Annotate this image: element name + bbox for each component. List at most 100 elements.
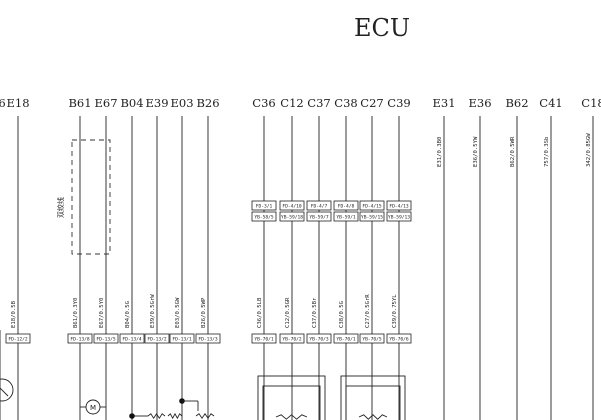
connector-lower-box-c38 <box>333 333 359 344</box>
connector-lower-label-b04: FD-13/4 <box>122 336 142 342</box>
connector-mid-top-box-c27 <box>359 200 385 211</box>
wire-code-e39: E39/0.5GrW <box>150 294 156 328</box>
pin-label-c37: C37 <box>307 96 330 110</box>
wire-code-c41: 757/0.3Sb <box>544 136 550 167</box>
wire-code-c38: C38/0.5G <box>339 300 345 328</box>
wire-code-b61: B61/0.3Y0 <box>73 298 79 328</box>
connector-lower-label-c37: YB-70/3 <box>309 336 329 342</box>
connector-mid-bottom-label-c38: YB-59/1 <box>336 214 356 220</box>
connector-lower-box-e03 <box>169 333 195 344</box>
wire-code-c36: C36/0.5LB <box>257 297 263 328</box>
wire-code-e36: E36/0.5YW <box>473 136 479 167</box>
sensor-box-left <box>257 375 326 420</box>
pin-label-e31: E31 <box>432 96 455 110</box>
wire-code-e31: E31/0.3B0 <box>437 137 443 167</box>
connector-lower-label-c12: YB-70/2 <box>282 336 302 342</box>
pin-label-c36: C36 <box>252 96 275 110</box>
connector-blocks: FD-3/1 FD-4/10 FD-4/7 FD-4/8 FD-4/15 FD-4/13Y… <box>5 200 412 344</box>
pin-label-c39: C39 <box>387 96 410 110</box>
connector-lower-box-c27 <box>359 333 385 344</box>
partial-sensor-slash <box>0 387 9 397</box>
pin-label-c38: C38 <box>334 96 357 110</box>
connector-lower-box-c37 <box>306 333 332 344</box>
twisted-pair-shield: 双绞线 <box>56 139 111 255</box>
connector-lower-c12: YB-70/2 <box>279 333 305 344</box>
connector-lower-c37: YB-70/3 <box>306 333 332 344</box>
connector-lower-box-e39 <box>144 333 170 344</box>
connector-mid-top-c36: FD-3/1 <box>251 200 277 211</box>
wire-code-c39: C39/0.75YL <box>392 294 398 328</box>
junction-b04 <box>129 413 135 419</box>
shield-box <box>71 139 111 255</box>
pin-label-e39: E39 <box>145 96 168 110</box>
connector-lower-e03: FD-13/1 <box>169 333 195 344</box>
sensor-box-right-zigzag <box>358 414 388 420</box>
diagram-title: ECU <box>354 14 410 42</box>
pin-label-c41: C41 <box>539 96 562 110</box>
connector-lower-box-c36 <box>251 333 277 344</box>
connector-mid-top-label-c38: FD-4/8 <box>338 203 355 209</box>
wire-code-c37: C37/0.5Br <box>312 297 318 328</box>
connector-mid-top-c38: FD-4/8 <box>333 200 359 211</box>
pin-label-6: 6 <box>0 96 6 110</box>
connector-lower-box-b26 <box>195 333 221 344</box>
pin-label-e18: E18 <box>6 96 29 110</box>
connector-mid-bottom-box-c38 <box>333 211 359 222</box>
connector-mid-bottom-label-c12: YB-59/18 <box>281 214 303 220</box>
partial-sensor-circle <box>0 378 14 402</box>
connector-mid-top-box-c38 <box>333 200 359 211</box>
connector-mid-top-label-c39: FD-4/13 <box>389 203 409 209</box>
connector-mid-top-box-c37 <box>306 200 332 211</box>
connector-mid-top-label-c12: FD-4/10 <box>282 203 302 209</box>
connector-mid-bottom-label-c36: YB-58/5 <box>254 214 274 220</box>
connector-lower-c39: YB-70/6 <box>386 333 412 344</box>
connector-mid-bottom-c12: YB-59/18 <box>279 211 305 222</box>
connector-lower-box-c12 <box>279 333 305 344</box>
sensor-box-left-zigzag <box>275 414 308 420</box>
pin-label-b26: B26 <box>196 96 219 110</box>
connector-mid-bottom-box-c12 <box>279 211 305 222</box>
connector-mid-bottom-label-c37: YB-59/7 <box>309 214 329 220</box>
connector-lower-c38: YB-70/1 <box>333 333 359 344</box>
connector-lower-box-b04 <box>119 333 145 344</box>
wire-code-b62: B62/0.5WR <box>510 136 516 167</box>
connector-lower-label-c38: YB-70/1 <box>336 336 356 342</box>
pin-label-b62: B62 <box>505 96 528 110</box>
connector-mid-bottom-c27: YB-59/15 <box>359 211 385 222</box>
wire-code-e03: E03/0.5GW <box>175 297 181 328</box>
connector-mid-bottom-label-c39: YB-59/13 <box>388 214 410 220</box>
connector-lower-label-e18: FD-12/2 <box>8 336 28 342</box>
connector-lower-c27: YB-70/5 <box>359 333 385 344</box>
connector-lower-e18: FD-12/2 <box>5 333 31 344</box>
connector-lower-label-c39: YB-70/6 <box>389 336 409 342</box>
connector-mid-top-c12: FD-4/10 <box>279 200 305 211</box>
connector-lower-label-e03: FD-13/1 <box>172 336 192 342</box>
sensor-box-right-inner <box>345 385 401 420</box>
connector-lower-b61: FD-13/8 <box>67 333 93 344</box>
connector-mid-top-c27: FD-4/15 <box>359 200 385 211</box>
pin-label-b61: B61 <box>68 96 91 110</box>
connector-lower-label-c36: YB-70/1 <box>254 336 274 342</box>
connector-mid-top-box-c39 <box>386 200 412 211</box>
components: M <box>0 375 406 420</box>
connector-mid-bottom-box-c37 <box>306 211 332 222</box>
connector-mid-top-label-c37: FD-4/7 <box>311 203 328 209</box>
connector-lower-c36: YB-70/1 <box>251 333 277 344</box>
connector-mid-bottom-c38: YB-59/1 <box>333 211 359 222</box>
pin-label-b04: B04 <box>120 96 143 110</box>
wire-code-b26: B26/0.5WP <box>201 297 207 328</box>
connector-mid-top-c37: FD-4/7 <box>306 200 332 211</box>
wire-code-e67: E67/0.5Y0 <box>99 298 105 328</box>
wire-code-c18: 342/0.85GW <box>586 133 592 167</box>
pin-label-c27: C27 <box>360 96 383 110</box>
connector-lower-b04: FD-13/4 <box>119 333 145 344</box>
sensor-box-right <box>340 375 406 420</box>
connector-mid-bottom-box-c39 <box>386 211 412 222</box>
sensor-box-left-inner <box>262 385 321 420</box>
connector-mid-bottom-c37: YB-59/7 <box>306 211 332 222</box>
pin-label-c18: C18 <box>581 96 601 110</box>
